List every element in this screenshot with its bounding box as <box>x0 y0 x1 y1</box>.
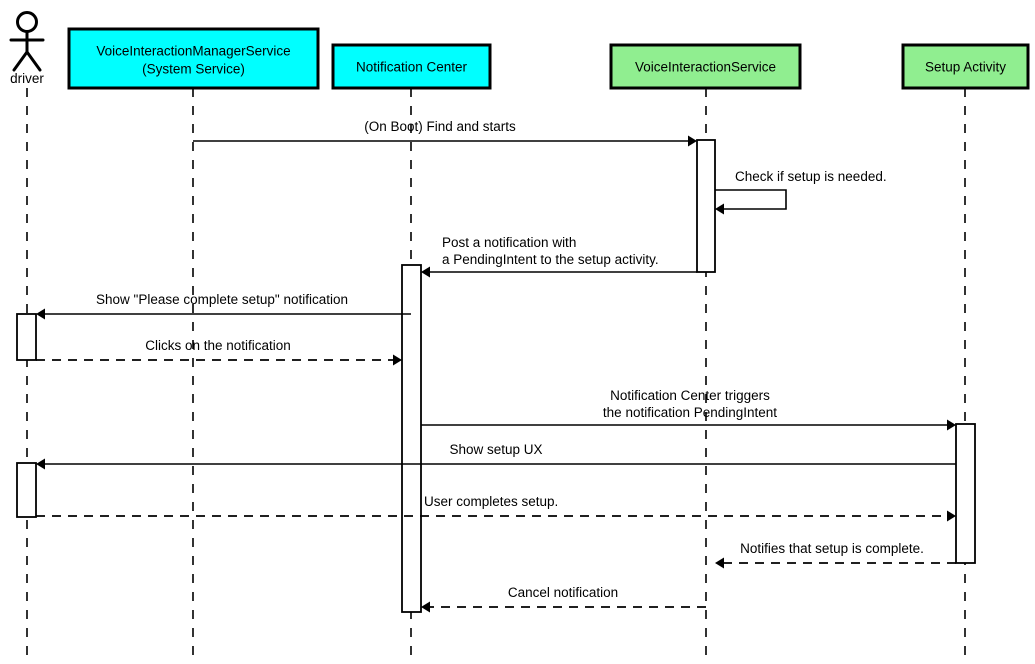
participant-box-setup_activity[interactable] <box>901 43 1030 90</box>
actor-label-driver: driver <box>10 71 44 86</box>
message-label-msg-9: Notifies that setup is complete. <box>740 541 924 556</box>
message-label-msg-4: Show "Please complete setup" notificatio… <box>96 292 348 307</box>
actor-layer: driver <box>9 11 45 86</box>
arrowhead-msg-3 <box>421 266 430 278</box>
arrowhead-msg-1 <box>688 135 697 147</box>
actor-right-leg-icon <box>25 50 42 72</box>
activation-bar-notification_center[interactable] <box>401 264 422 613</box>
message-label-msg-7: Show setup UX <box>449 442 542 457</box>
message-label-msg-2: Check if setup is needed. <box>735 169 887 184</box>
arrowhead-msg-7 <box>36 458 45 470</box>
message-label-msg-5: Clicks on the notification <box>145 338 291 353</box>
activation-bars-layer <box>16 139 976 613</box>
participant-box-vims[interactable] <box>67 27 320 90</box>
message-line-msg-2[interactable] <box>715 189 787 210</box>
message-label-msg-8: User completes setup. <box>424 494 558 509</box>
participant-label-vims: VoiceInteractionManagerService <box>96 44 290 59</box>
participant-label-notification_center: Notification Center <box>356 60 468 75</box>
message-label-msg-6-line2: the notification PendingIntent <box>603 405 777 420</box>
message-label-msg-3-line1: Post a notification with <box>442 235 576 250</box>
activation-bar-vis[interactable] <box>696 139 716 273</box>
arrowhead-msg-10 <box>421 601 430 613</box>
participant-label-vis: VoiceInteractionService <box>635 60 776 75</box>
arrowhead-msg-6 <box>947 419 956 431</box>
participant-label-setup_activity: Setup Activity <box>925 60 1006 75</box>
arrowhead-msg-5 <box>393 354 402 366</box>
message-label-msg-1: (On Boot) Find and starts <box>364 119 516 134</box>
arrowhead-msg-8 <box>947 510 956 522</box>
participant-boxes-layer: VoiceInteractionManagerService (System Se… <box>67 27 1030 90</box>
arrowhead-msg-4 <box>36 308 45 320</box>
actor-head-icon <box>16 11 38 33</box>
participant-box-notification_center[interactable] <box>331 43 492 90</box>
message-label-msg-10: Cancel notification <box>508 585 618 600</box>
arrowhead-msg-9 <box>715 557 724 569</box>
participant-box-vis[interactable] <box>609 43 802 90</box>
activation-bar-driver[interactable] <box>16 462 37 518</box>
activation-bar-driver[interactable] <box>16 313 37 361</box>
activation-bar-setup_activity[interactable] <box>955 423 976 564</box>
participant-sublabel-vims: (System Service) <box>142 62 245 77</box>
message-label-msg-6-line1: Notification Center triggers <box>610 388 770 403</box>
actor-left-leg-icon <box>12 50 29 72</box>
message-label-msg-3-line2: a PendingIntent to the setup activity. <box>442 252 659 267</box>
arrowhead-msg-2 <box>715 203 724 215</box>
